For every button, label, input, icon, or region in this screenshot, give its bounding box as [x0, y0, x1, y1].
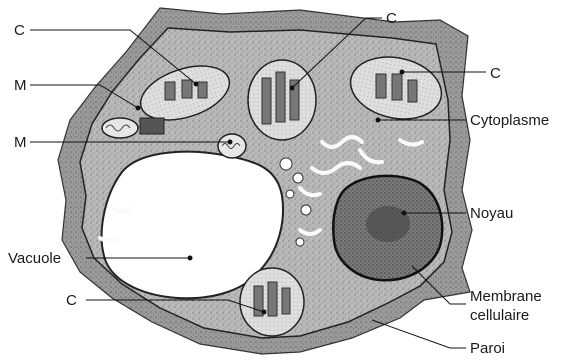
mitochondrion-lower	[218, 134, 246, 158]
label-membrane-line1: Membrane	[470, 288, 542, 305]
label-m-upper: M	[14, 77, 27, 94]
label-vacuole: Vacuole	[8, 250, 61, 267]
label-cytoplasme: Cytoplasme	[470, 112, 549, 129]
label-membrane-line2: cellulaire	[470, 307, 529, 324]
label-m-lower: M	[14, 134, 27, 151]
label-c-top-right: C	[490, 65, 501, 82]
label-paroi: Paroi	[470, 340, 505, 357]
label-c-bottom: C	[66, 292, 77, 309]
label-c-top-left: C	[14, 22, 25, 39]
nucleus	[333, 176, 442, 280]
chloroplast-top-middle	[248, 60, 316, 140]
label-noyau: Noyau	[470, 205, 513, 222]
chloroplast-bottom	[240, 268, 304, 336]
label-c-top-middle: C	[386, 10, 397, 27]
